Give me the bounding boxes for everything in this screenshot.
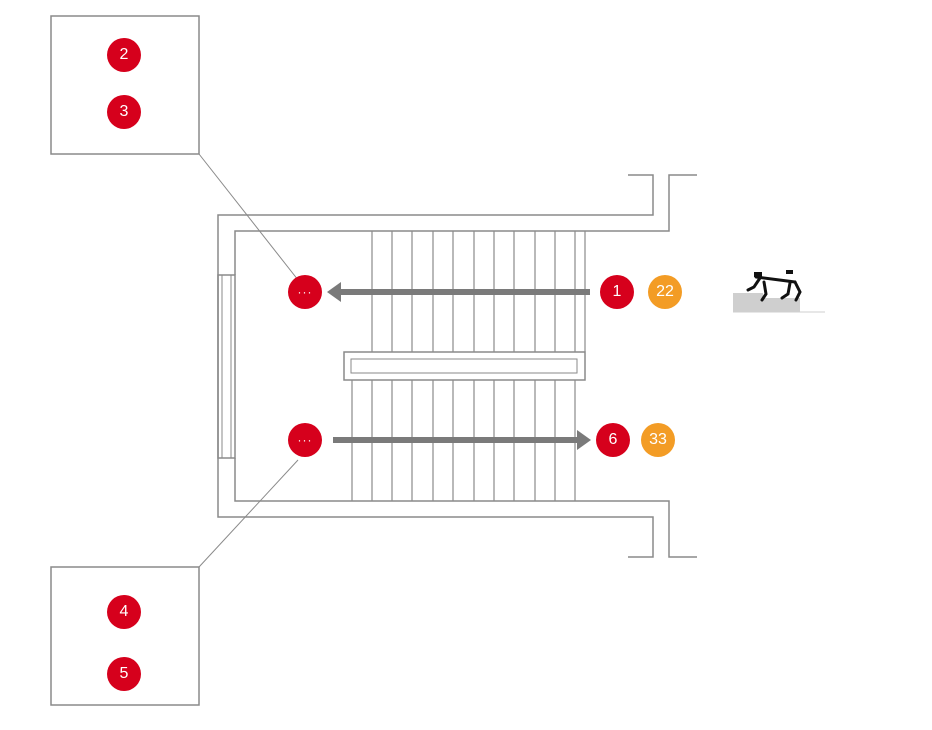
window [217, 274, 236, 459]
marker-1[interactable]: 1 [592, 267, 642, 317]
handrail-landing [343, 351, 586, 381]
walls [217, 174, 697, 558]
map-pin-icon [596, 423, 630, 457]
map-pin-icon [107, 595, 141, 629]
map-pin-icon [288, 275, 322, 309]
marker-group-bottom[interactable]: ··· [280, 415, 330, 465]
marker-label: 4 [119, 603, 129, 620]
map-pin-icon [641, 423, 675, 457]
marker-label: 33 [649, 431, 667, 448]
map-pin-icon [107, 95, 141, 129]
arrow-up-flight [340, 289, 590, 295]
map-pin-icon [648, 275, 682, 309]
direction-arrows [327, 282, 591, 450]
callout-box-bottom [50, 566, 200, 706]
map-pin-icon [107, 657, 141, 691]
quadruped-robot-on-stairs-icon [733, 270, 825, 313]
map-pin-icon [600, 275, 634, 309]
arrow-down-flight [333, 437, 578, 443]
marker-5[interactable]: 5 [99, 649, 149, 699]
marker-label: 1 [612, 283, 622, 300]
marker-2[interactable]: 2 [99, 30, 149, 80]
marker-3[interactable]: 3 [99, 87, 149, 137]
marker-group-top[interactable]: ··· [280, 267, 330, 317]
marker-label: ··· [297, 285, 313, 299]
marker-4[interactable]: 4 [99, 587, 149, 637]
map-pin-icon [107, 38, 141, 72]
stair-treads [351, 231, 586, 501]
marker-label: 3 [119, 103, 129, 120]
marker-label: 22 [656, 283, 674, 300]
marker-label: 2 [119, 46, 129, 63]
map-pin-icon [288, 423, 322, 457]
marker-33[interactable]: 33 [633, 415, 683, 465]
leader-line-top [198, 153, 303, 286]
marker-label: 6 [608, 431, 618, 448]
marker-label: 5 [119, 665, 129, 682]
marker-22[interactable]: 22 [640, 267, 690, 317]
callout-box-top [50, 15, 200, 155]
leader-line-bottom [198, 459, 299, 568]
marker-6[interactable]: 6 [588, 415, 638, 465]
marker-label: ··· [297, 433, 313, 447]
